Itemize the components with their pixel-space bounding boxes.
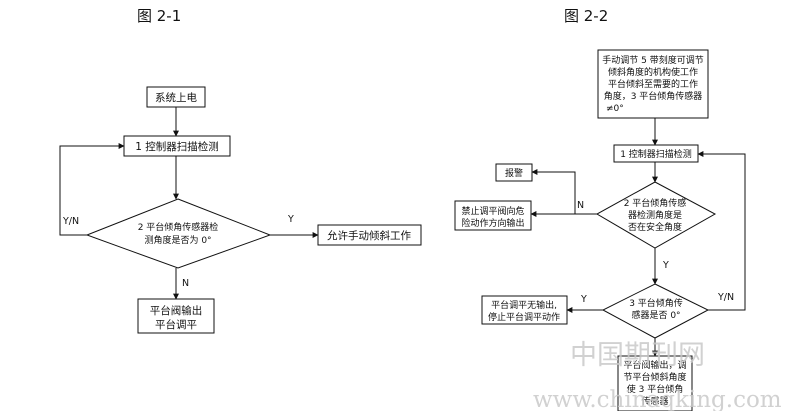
scan-label-2: 1 控制器扫描检测 — [620, 148, 692, 160]
yes-label: Y — [287, 214, 294, 225]
power-on-label: 系统上电 — [155, 91, 197, 104]
watermark-cn: 中国期刊网 — [570, 340, 705, 371]
leveling-line-1: 平台阀输出 — [150, 304, 203, 317]
safe-line-1: 2 平台倾角传感 — [624, 197, 687, 209]
manual-line-3: 平台倾斜至需要的工作 — [608, 78, 698, 90]
zero-line-2: 感器是否 0° — [631, 309, 680, 321]
forbid-line-1: 禁止调平阀向危 — [461, 205, 524, 217]
no-label: N — [182, 278, 189, 289]
manual-line-1: 手动调节 5 带刻度可调节 — [602, 54, 703, 66]
manual-line-2: 倾斜角度的机构使工作 — [608, 66, 698, 78]
valve-line-3: 使 3 平台倾角 — [627, 383, 683, 395]
loop-back-to-scan-2 — [697, 151, 746, 311]
forbid-box — [454, 200, 532, 231]
safe-line-3: 否在安全角度 — [628, 221, 682, 233]
forbid-line-2: 险动作方向输出 — [461, 217, 524, 229]
manual-adjust-box — [597, 49, 709, 119]
leveling-box — [137, 298, 215, 334]
alarm-box — [495, 163, 533, 182]
decision-line-2: 测角度是否为 0° — [144, 234, 211, 246]
figure-2-1: 系统上电 1 控制器扫描检测 2 平台倾角传感器检 测角度是否为 0° Y 允许… — [59, 86, 422, 334]
figure-2-2: 手动调节 5 带刻度可调节 倾斜角度的机构使工作 平台倾斜至需要的工作 角度，3… — [454, 49, 746, 411]
scan-label: 1 控制器扫描检测 — [135, 140, 219, 153]
zero-angle-decision — [85, 198, 272, 269]
yes-label-2: Y — [662, 260, 669, 271]
figure-2-2-title: 图 2-2 — [564, 7, 608, 25]
allow-tilt-label: 允许手动倾斜工作 — [327, 229, 411, 242]
valve-output-box — [617, 355, 693, 411]
valve-line-2: 节平台倾斜角度 — [623, 371, 686, 383]
valve-line-1: 平台阀输出，调 — [623, 359, 686, 371]
arrow-to-alarm — [531, 169, 576, 214]
no-output-line-1: 平台调平无输出, — [491, 299, 557, 311]
valve-line-4: 传感器 — [641, 395, 668, 407]
alarm-label: 报警 — [505, 167, 523, 179]
manual-line-4: 角度，3 平台倾角传感器 — [604, 90, 703, 102]
allow-tilt-box — [317, 224, 422, 246]
yes-no-label-2: Y/N — [717, 292, 734, 303]
yes-label-3: Y — [580, 294, 587, 305]
zero-line-1: 3 平台倾角传 — [629, 297, 683, 309]
no-output-box — [481, 295, 568, 325]
loop-back-to-scan — [59, 143, 125, 236]
decision-line-1: 2 平台倾角传感器检 — [138, 221, 219, 233]
yes-no-label: Y/N — [62, 216, 79, 227]
safe-line-2: 器检测角度是 — [628, 209, 682, 221]
no-label-2: N — [577, 200, 584, 211]
manual-line-5: ≠0° — [606, 104, 624, 114]
no-output-line-2: 停止平台调平动作 — [488, 311, 560, 323]
leveling-line-2: 平台调平 — [155, 318, 197, 331]
figure-2-1-title: 图 2-1 — [137, 7, 181, 25]
watermark-url: www.chinaqking.com — [533, 387, 782, 411]
